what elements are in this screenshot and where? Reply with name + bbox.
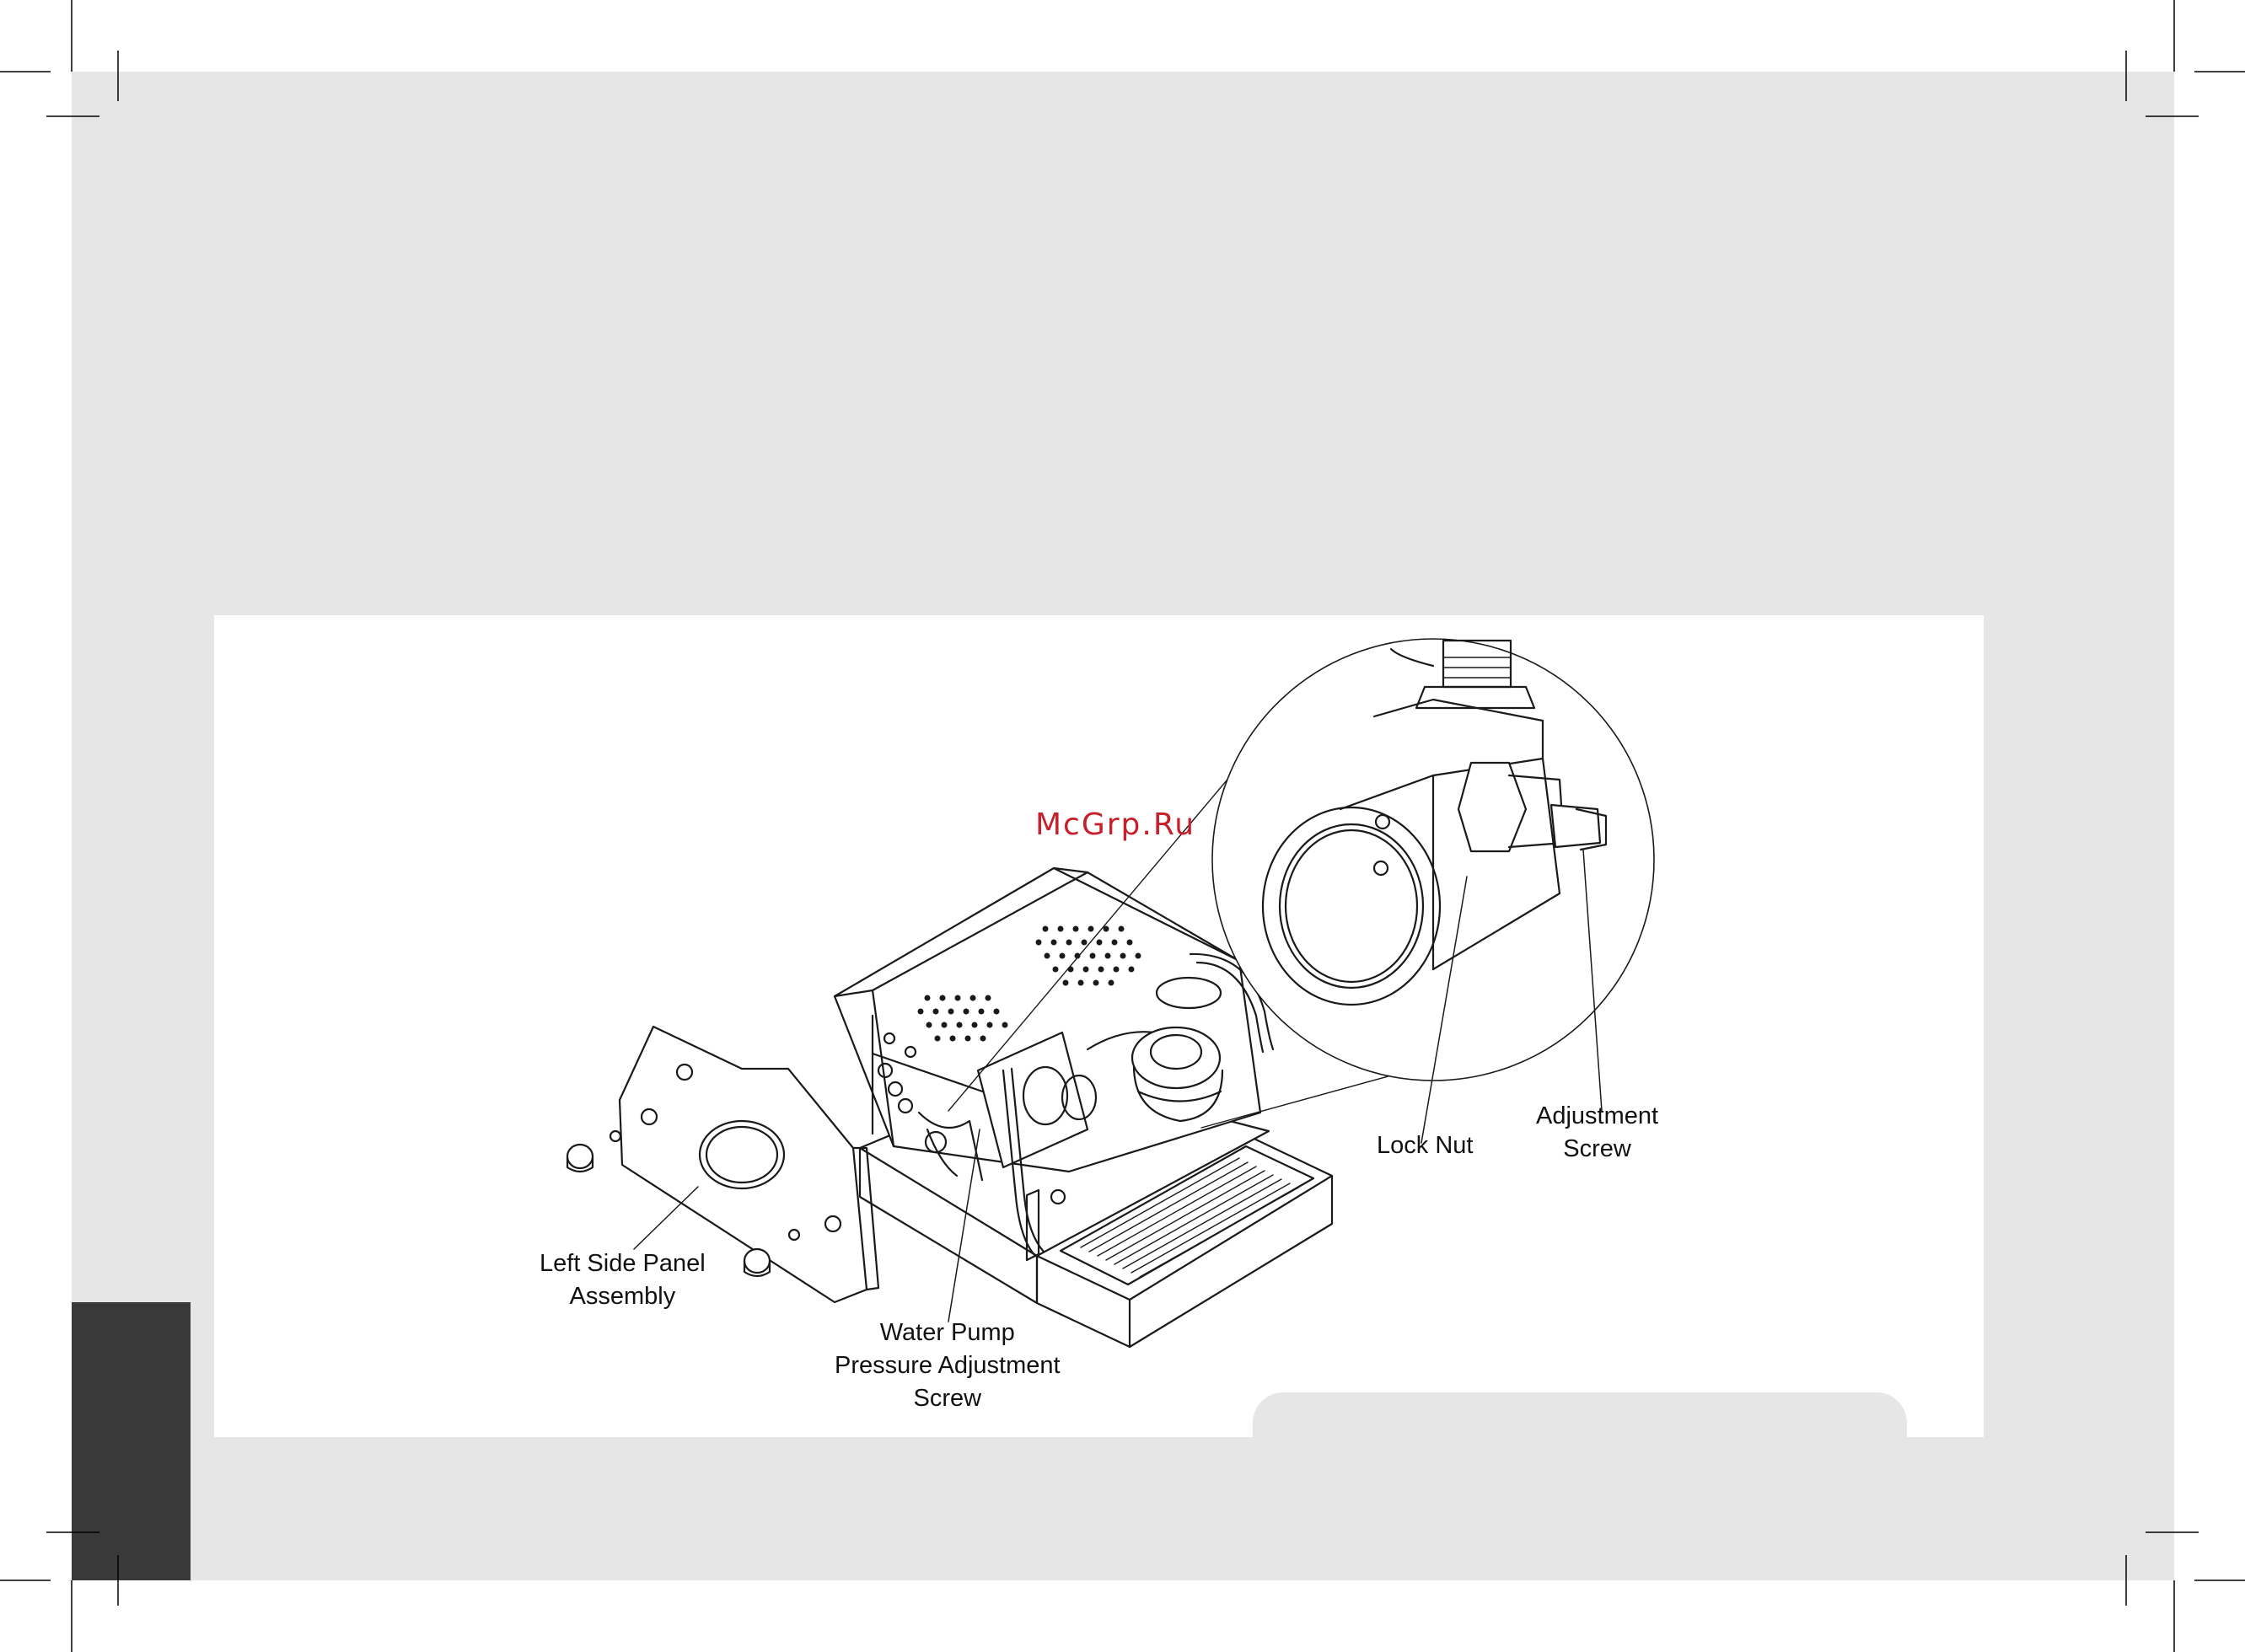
callout-water-pump-screw: Water Pump Pressure Adjustment Screw xyxy=(835,1317,1061,1415)
callout-adjustment-screw-line1: Adjustment xyxy=(1536,1100,1658,1133)
callout-adjustment-screw-line2: Screw xyxy=(1536,1133,1658,1166)
callout-left-side-panel-line1: Left Side Panel xyxy=(540,1247,706,1280)
line-art xyxy=(567,639,1654,1347)
callout-lock-nut: Lock Nut xyxy=(1377,1129,1473,1162)
callout-water-pump-screw-line3: Screw xyxy=(835,1382,1061,1415)
callout-left-side-panel: Left Side Panel Assembly xyxy=(540,1247,706,1313)
callout-water-pump-screw-line2: Pressure Adjustment xyxy=(835,1349,1061,1382)
callout-lock-nut-line1: Lock Nut xyxy=(1377,1129,1473,1162)
callout-water-pump-screw-line1: Water Pump xyxy=(835,1317,1061,1349)
callout-left-side-panel-line2: Assembly xyxy=(540,1280,706,1313)
watermark-text: McGrp.Ru xyxy=(1035,807,1195,842)
callout-adjustment-screw: Adjustment Screw xyxy=(1536,1100,1658,1166)
